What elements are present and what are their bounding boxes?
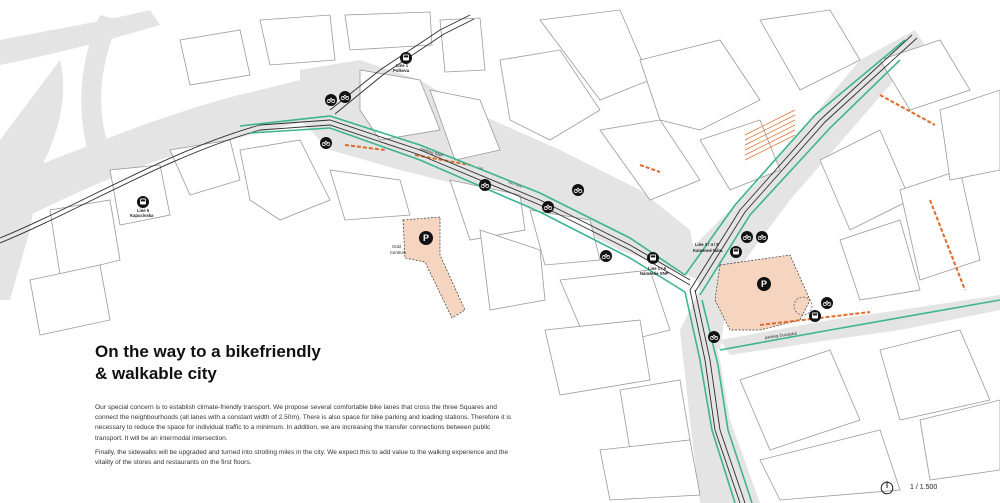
parking-icons: P P	[419, 231, 771, 291]
description-paragraph-1: Our special concern is to establish clim…	[95, 404, 512, 442]
bike-parking-icon	[320, 137, 332, 149]
parking-icon: P	[419, 231, 433, 245]
stop-kamenne-line: Line 3 / 4 / 8	[695, 242, 719, 247]
bike-lanes	[239, 39, 1000, 503]
title-line-1: On the way to a bikefriendly	[95, 342, 321, 361]
bike-parking-icon	[741, 231, 753, 243]
page-title: On the way to a bikefriendly & walkable …	[95, 341, 321, 385]
bike-parking-icon	[708, 331, 720, 343]
bike-parking-icon	[572, 184, 584, 196]
bike-parking-icon	[756, 231, 768, 243]
tram-tracks	[0, 14, 918, 503]
bike-lane-label: bike lane	[508, 180, 523, 189]
parking-icon: P	[757, 277, 771, 291]
svg-text:P: P	[423, 233, 429, 243]
parking-area-kamenne	[714, 254, 811, 331]
bus-stop-icon	[400, 52, 412, 64]
stop-polkova-line: Line 1	[396, 63, 409, 68]
description-paragraph-2: Finally, the sidewalks will be upgraded …	[95, 448, 509, 467]
scale-ratio: 1 / 1.500	[910, 484, 938, 491]
stop-snp-name: Námestie SNP	[640, 271, 669, 276]
bike-parking-icon	[821, 297, 833, 309]
scale-bar: 1 / 1.500	[880, 480, 960, 496]
centrum-label-1: Gold	[392, 244, 402, 249]
bike-parking-icon	[600, 250, 612, 262]
stop-polkova-name: Polkova	[393, 68, 410, 73]
bus-stop-icon	[809, 310, 821, 322]
stop-labels: Line 1 Polkova Line 5 Kapucínska Line 1 …	[130, 63, 723, 276]
bus-stop-icon	[137, 196, 149, 208]
bike-parking-icon	[325, 94, 337, 106]
north-arrow-icon	[880, 481, 894, 495]
svg-text:P: P	[761, 279, 767, 289]
centrum-label-2: Centrum	[390, 250, 407, 255]
car-lane-label: car	[478, 165, 485, 171]
stop-kamenne-name: Kamenné Nám.	[693, 248, 723, 253]
title-line-2: & walkable city	[95, 364, 217, 383]
bicycle-racks	[744, 109, 796, 161]
parking-areas	[402, 216, 811, 331]
bike-parking-icon	[339, 91, 351, 103]
parking-area-centrum	[402, 216, 466, 319]
bike-parking-icon	[479, 179, 491, 191]
stop-kapucinska-line: Line 5	[137, 208, 150, 213]
bus-stop-icon	[730, 246, 742, 258]
bike-parking-icon	[542, 201, 554, 213]
bus-stop-icons	[137, 52, 821, 322]
bike-parking-icons	[320, 91, 833, 343]
parking-dunajska-label: parking Dunajská	[764, 330, 797, 340]
bus-stop-icon	[647, 252, 659, 264]
roundabout-outline	[793, 296, 813, 316]
stop-snp-line: Line 1 / 9	[648, 266, 667, 271]
description: Our special concern is to establish clim…	[95, 403, 515, 472]
stop-kapucinska-name: Kapucínska	[130, 213, 154, 218]
building-outlines	[29, 9, 1000, 501]
